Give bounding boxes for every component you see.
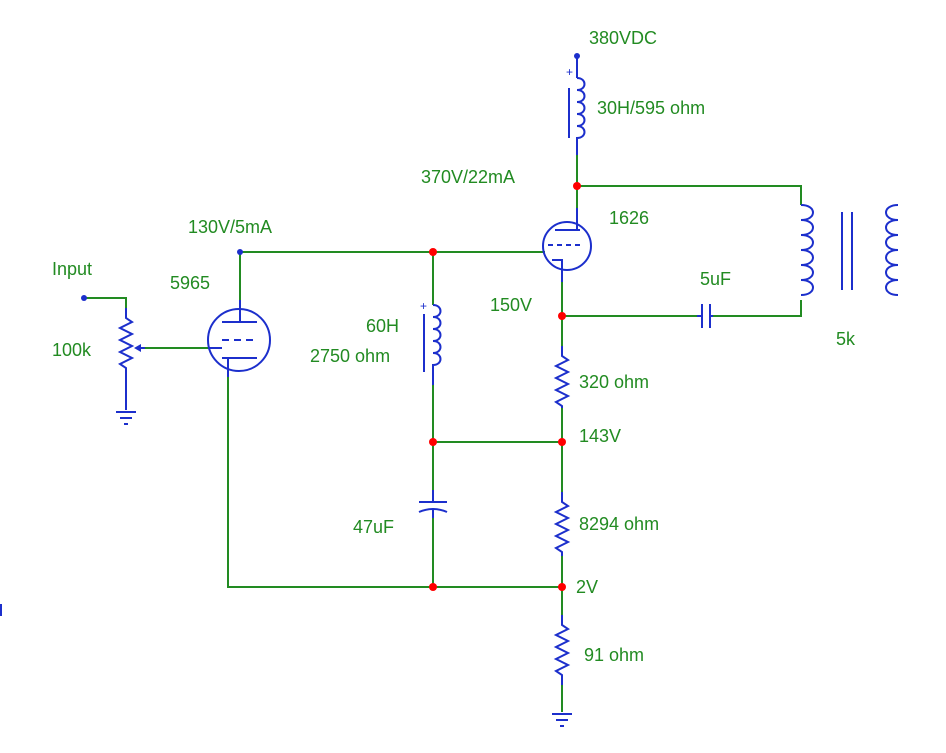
wire-anode-ot	[576, 155, 802, 205]
junction-143v-left	[429, 438, 437, 446]
supply-terminal	[574, 53, 580, 78]
label-transformer: 5k	[836, 329, 856, 349]
label-choke-30h: 30H/595 ohm	[597, 98, 705, 118]
capacitor-47uf	[418, 490, 448, 518]
tube-1626	[542, 208, 592, 282]
svg-text:+: +	[420, 299, 427, 313]
junction-driver-plate	[237, 249, 243, 255]
potentiometer-100k	[117, 308, 145, 410]
edge-mark	[0, 604, 2, 616]
label-cap-5uf: 5uF	[700, 269, 731, 289]
output-transformer	[800, 204, 899, 296]
resistor-320	[553, 346, 571, 408]
label-cathode-voltage: 150V	[490, 295, 532, 315]
label-r3: 91 ohm	[584, 645, 644, 665]
junction-cathode	[558, 312, 566, 320]
junction-bottom-left	[429, 583, 437, 591]
wire-driver-plate	[239, 251, 545, 300]
choke-30h: +	[566, 65, 586, 155]
wire-cap-right	[713, 300, 802, 317]
ground-pot	[116, 411, 136, 425]
junction-bottom-right	[558, 583, 566, 591]
capacitor-5uf	[697, 304, 713, 328]
label-driver-tube: 5965	[170, 273, 210, 293]
label-driver-anode: 130V/5mA	[188, 217, 272, 237]
input-terminal	[81, 295, 87, 301]
label-input: Input	[52, 259, 92, 279]
junction-plate-bus	[429, 248, 437, 256]
wire-bottom-bus	[227, 377, 562, 588]
label-pot: 100k	[52, 340, 92, 360]
label-output-tube: 1626	[609, 208, 649, 228]
svg-text:+: +	[566, 65, 573, 79]
wires	[84, 155, 802, 712]
tube-5965	[207, 300, 271, 377]
resistor-8294	[553, 492, 571, 556]
label-mid-node: 143V	[579, 426, 621, 446]
ground-bottom	[552, 713, 572, 727]
label-output-anode: 370V/22mA	[421, 167, 515, 187]
label-r1: 320 ohm	[579, 372, 649, 392]
wire-input	[84, 297, 127, 308]
label-r2: 8294 ohm	[579, 514, 659, 534]
junctions	[237, 182, 581, 591]
junction-143v-right	[558, 438, 566, 446]
label-choke-60h-ohm: 2750 ohm	[310, 346, 390, 366]
label-supply-voltage: 380VDC	[589, 28, 657, 48]
label-bottom-node: 2V	[576, 577, 598, 597]
labels: 380VDC 30H/595 ohm 370V/22mA 1626 130V/5…	[52, 28, 856, 665]
resistor-91	[553, 615, 571, 685]
label-choke-60h: 60H	[366, 316, 399, 336]
choke-60h: +	[420, 299, 442, 385]
label-cap-47uf: 47uF	[353, 517, 394, 537]
junction-anode	[573, 182, 581, 190]
